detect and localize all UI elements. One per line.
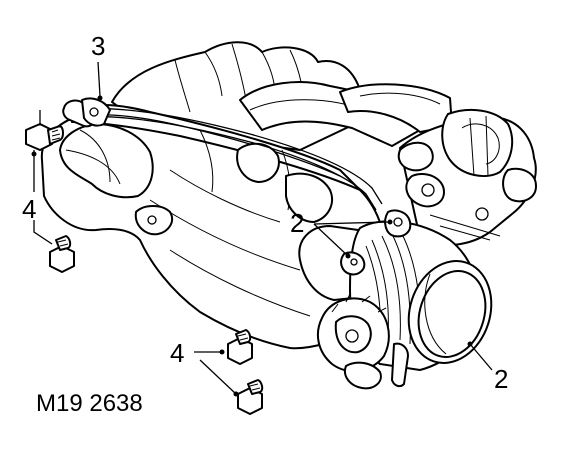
rear-throttle-housing (397, 108, 537, 247)
gasket-seal (69, 107, 383, 211)
callout-gasket: 3 (91, 31, 106, 61)
bolt-lower-1 (227, 329, 253, 365)
bolt-upper-left (25, 123, 64, 151)
callout-bolts-upper: 4 (22, 194, 37, 224)
leader-lines (31, 61, 493, 397)
callout-bolts-lower: 4 (170, 338, 185, 368)
bolt-mid-left (49, 235, 75, 273)
throttle-body (316, 209, 493, 390)
bolt-lower-2 (237, 379, 264, 415)
callout-throttle-body-lower: 2 (494, 364, 509, 394)
hose-connector (62, 97, 111, 128)
figure-code: M19 2638 (36, 390, 143, 417)
callout-throttle-body-upper: 2 (290, 208, 305, 238)
